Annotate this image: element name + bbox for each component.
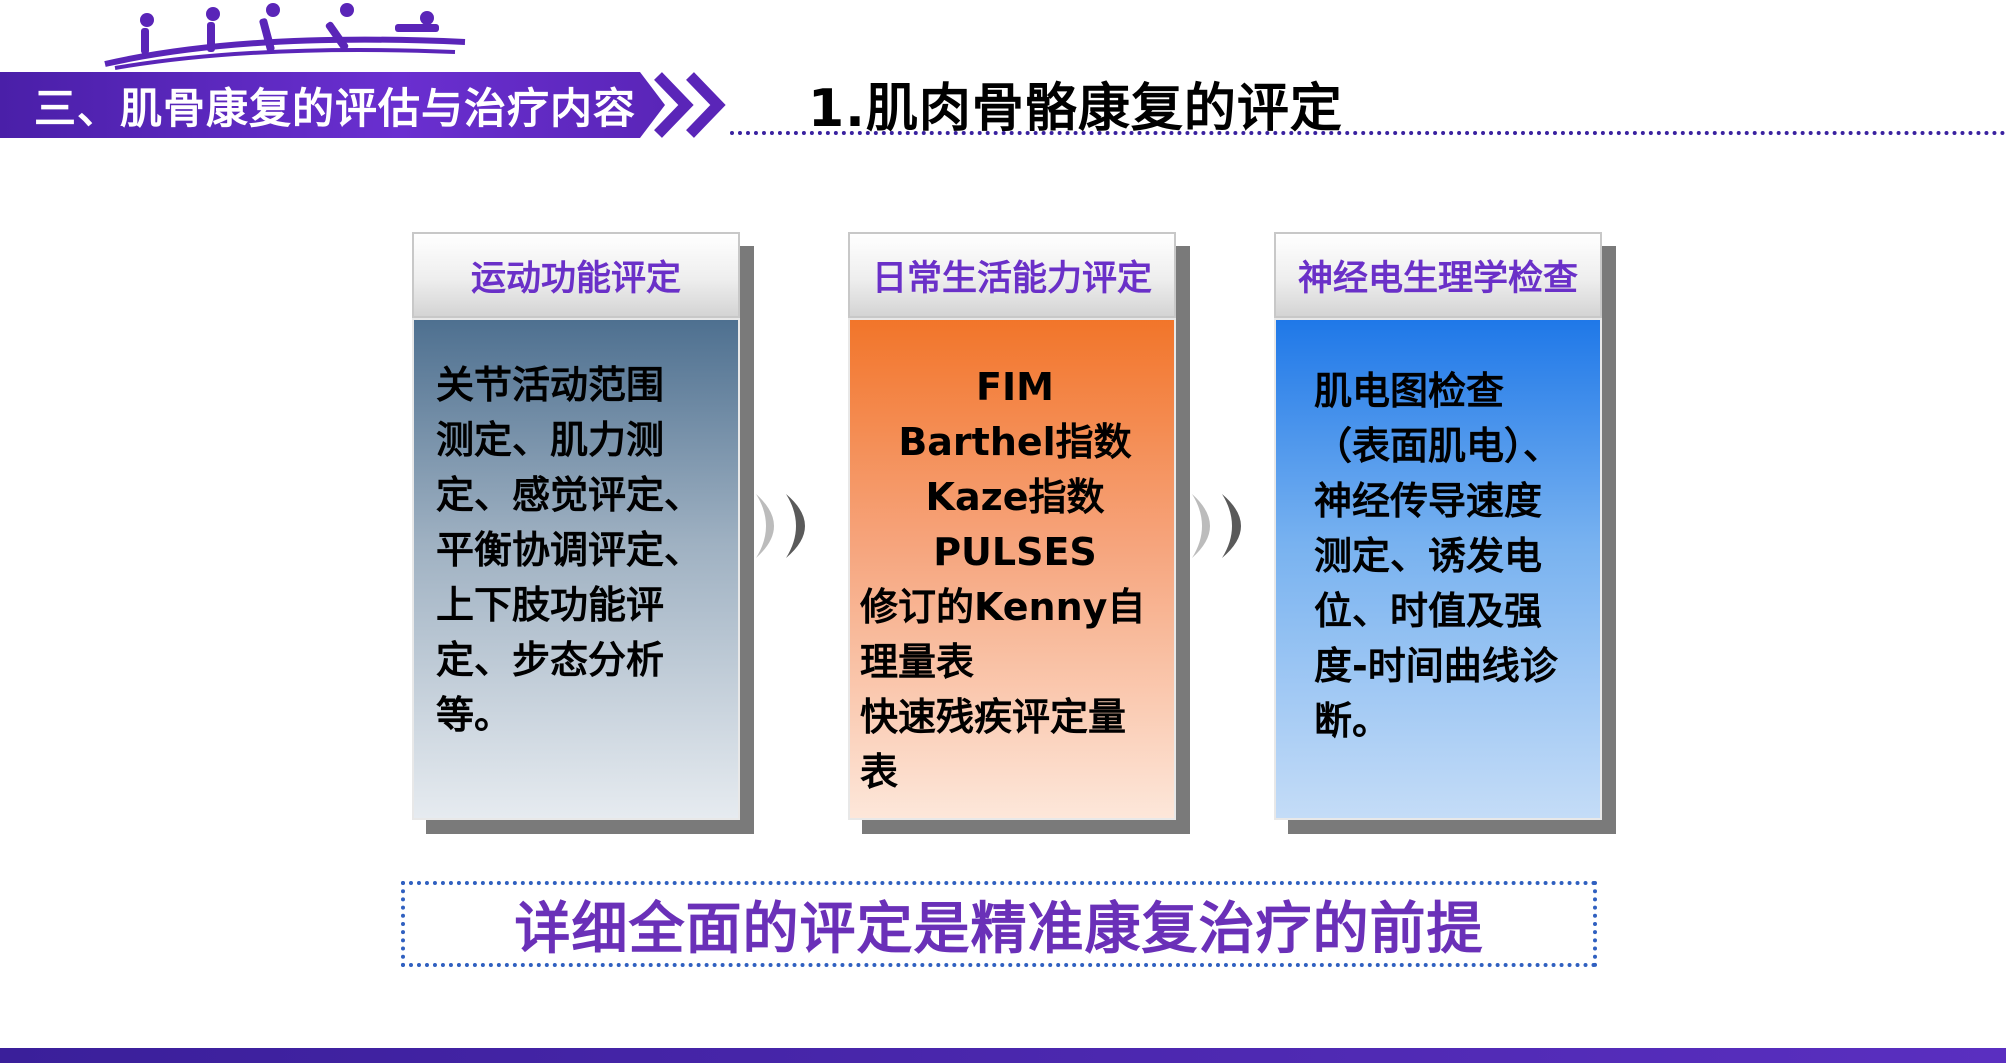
card-line: 等。 xyxy=(436,693,512,737)
page-subtitle: 1.肌肉骨骼康复的评定 xyxy=(808,66,1343,141)
card-line: 快速残疾评定量 xyxy=(860,695,1126,739)
card-electrophysiology: 神经电生理学检查 肌电图检查 （表面肌电）、 神经传导速度 测定、诱发电 位、时… xyxy=(1274,232,1602,820)
card-line: 测定、肌力测 xyxy=(436,418,664,462)
card-line: Kaze指数 xyxy=(860,470,1170,525)
card-daily-living: 日常生活能力评定 FIM Barthel指数 Kaze指数 PULSES 修订的… xyxy=(848,232,1176,820)
card-line: 关节活动范围 xyxy=(436,363,664,407)
dotted-divider xyxy=(730,131,2006,135)
conclusion-text: 详细全面的评定是精准康复治疗的前提 xyxy=(515,884,1484,965)
people-exercising-logo-icon xyxy=(95,2,475,74)
card-line: 修订的Kenny自 xyxy=(860,585,1145,629)
card-body: FIM Barthel指数 Kaze指数 PULSES 修订的Kenny自 理量… xyxy=(848,318,1176,820)
card-header: 运动功能评定 xyxy=(412,232,740,318)
card-line: 肌电图检查 xyxy=(1314,369,1504,413)
card-line: PULSES xyxy=(860,525,1170,580)
card-line: 表 xyxy=(860,750,898,794)
card-line: 度-时间曲线诊 xyxy=(1314,644,1558,688)
bottom-bar xyxy=(0,1048,2006,1063)
card-line: Barthel指数 xyxy=(860,415,1170,470)
section-title: 三、肌骨康复的评估与治疗内容 xyxy=(0,75,636,136)
card-header: 神经电生理学检查 xyxy=(1274,232,1602,318)
double-arc-arrow-icon xyxy=(1188,488,1264,564)
card-title: 神经电生理学检查 xyxy=(1298,250,1578,301)
card-line: 定、步态分析 xyxy=(436,638,664,682)
card-text: 关节活动范围 测定、肌力测 定、感觉评定、 平衡协调评定、 上下肢功能评 定、步… xyxy=(436,358,736,743)
card-line: 断。 xyxy=(1314,699,1390,743)
card-motor-function: 运动功能评定 关节活动范围 测定、肌力测 定、感觉评定、 平衡协调评定、 上下肢… xyxy=(412,232,740,820)
card-line: FIM xyxy=(860,360,1170,415)
card-line: （表面肌电）、 xyxy=(1314,424,1561,468)
card-title: 运动功能评定 xyxy=(471,250,681,301)
card-body: 关节活动范围 测定、肌力测 定、感觉评定、 平衡协调评定、 上下肢功能评 定、步… xyxy=(412,318,740,820)
card-header: 日常生活能力评定 xyxy=(848,232,1176,318)
card-line: 测定、诱发电 xyxy=(1314,534,1542,578)
card-line: 上下肢功能评 xyxy=(436,583,664,627)
card-text: 肌电图检查 （表面肌电）、 神经传导速度 测定、诱发电 位、时值及强 度-时间曲… xyxy=(1314,364,1599,749)
section-title-banner: 三、肌骨康复的评估与治疗内容 xyxy=(0,72,665,138)
conclusion-box: 详细全面的评定是精准康复治疗的前提 xyxy=(401,881,1597,967)
card-line: 理量表 xyxy=(860,640,974,684)
double-chevron-right-icon xyxy=(650,68,734,142)
double-arc-arrow-icon xyxy=(752,488,828,564)
card-line: 平衡协调评定、 xyxy=(436,528,702,572)
card-body: 肌电图检查 （表面肌电）、 神经传导速度 测定、诱发电 位、时值及强 度-时间曲… xyxy=(1274,318,1602,820)
card-text: FIM Barthel指数 Kaze指数 PULSES 修订的Kenny自 理量… xyxy=(860,360,1170,800)
card-line: 神经传导速度 xyxy=(1314,479,1542,523)
card-title: 日常生活能力评定 xyxy=(872,250,1152,301)
card-line: 位、时值及强 xyxy=(1314,589,1542,633)
card-line: 定、感觉评定、 xyxy=(436,473,702,517)
